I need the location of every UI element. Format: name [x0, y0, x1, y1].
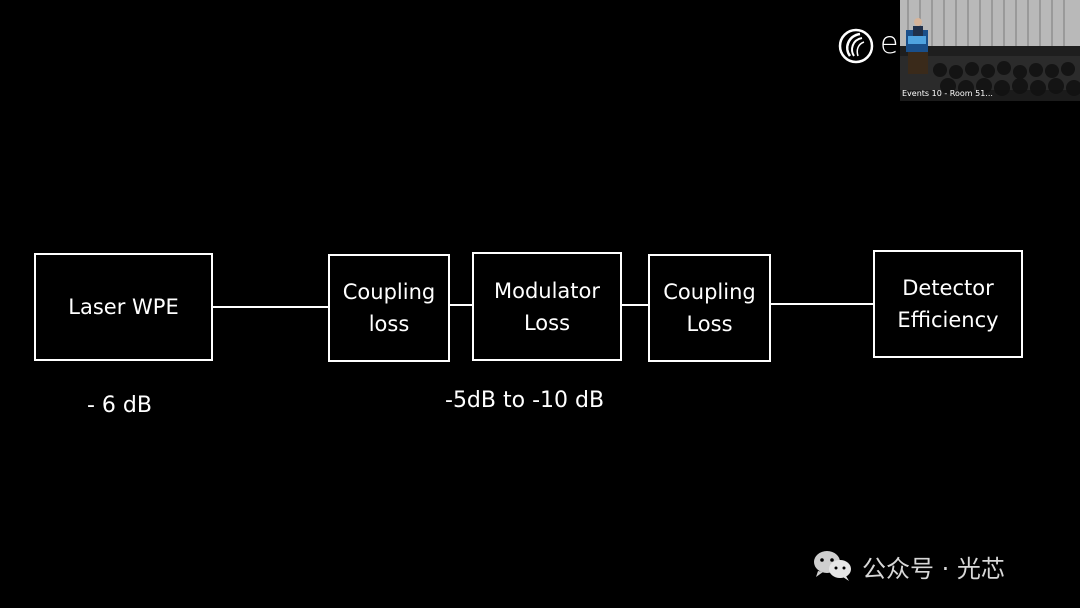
connector-modulator-coupling [622, 304, 648, 306]
conference-room-image [900, 0, 1080, 101]
modulator-loss-annotation: -5dB to -10 dB [445, 388, 605, 413]
connector-coupling-detector [771, 303, 873, 305]
modulator-loss-label: Modulator Loss [493, 278, 601, 335]
connector-laser-coupling [213, 306, 328, 308]
coupling-loss-label-1: Coupling loss [342, 280, 436, 336]
video-caption: Events 10 - Room 51... [902, 89, 993, 98]
coupling-loss-label-2: Coupling Loss [663, 280, 756, 336]
watermark: 公众号 · 光芯 [812, 548, 1005, 584]
wechat-icon [814, 551, 851, 581]
detector-efficiency-label: Detector Efficiency [897, 276, 999, 332]
logo-letter: e [880, 26, 899, 61]
modulator-loss-block: Modulator Loss [472, 252, 622, 361]
speaker-video-inset[interactable]: Events 10 - Room 51... [900, 0, 1080, 101]
detector-efficiency-block: Detector Efficiency [873, 250, 1023, 358]
laser-wpe-label: Laser WPE [68, 295, 179, 319]
laser-loss-annotation: - 6 dB [87, 393, 152, 418]
ofc-swirl-icon [838, 28, 874, 64]
watermark-text: 公众号 · 光芯 [862, 554, 1005, 583]
connector-coupling-modulator [450, 304, 472, 306]
laser-wpe-block: Laser WPE [34, 253, 213, 361]
coupling-loss-block-2: Coupling Loss [648, 254, 771, 362]
coupling-loss-block-1: Coupling loss [328, 254, 450, 362]
